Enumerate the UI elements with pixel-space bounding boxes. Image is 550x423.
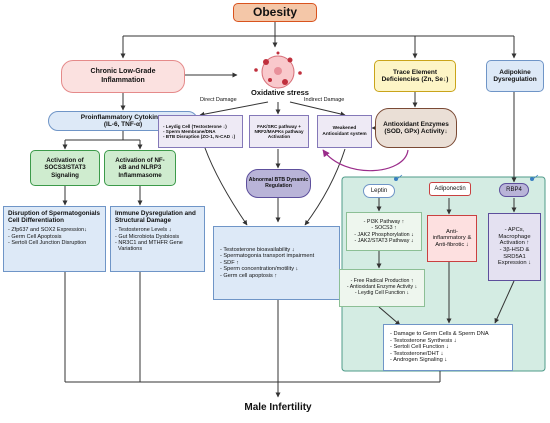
chronic-line-1: Chronic Low-Grade <box>90 68 156 76</box>
nfkb-line: Activation of NF- <box>115 157 165 165</box>
oxidative-stress-label: Oxidative stress <box>251 88 309 97</box>
nfkb-line: κB and NLRP3 <box>118 164 162 172</box>
obesity-box: Obesity <box>233 3 317 22</box>
fak-src-box: FAK/SRC pathway + NRF2/MAPKs pathway Act… <box>249 115 309 148</box>
socs-line: Signaling <box>51 171 79 179</box>
fak-line: Activation <box>267 134 291 140</box>
apcs-line: - 3β-HSD & <box>499 247 530 253</box>
anti-line: Anti-fibrotic ↓ <box>435 241 469 248</box>
immune-item: - NR3C1 and MTHFR Gene <box>115 240 183 247</box>
antioxidant-enzymes-box: Antioxidant Enzymes (SOD, GPx) Activity↓ <box>375 108 457 148</box>
apcs-line: Macrophage <box>498 233 531 240</box>
outcome-item: - Testosterone bioavailability ↓ <box>220 246 295 253</box>
fak-line: NRF2/MAPKs pathway <box>254 128 304 134</box>
disruption-item: - Sertoli Cell Junction Disruption <box>8 240 87 247</box>
pi3k-item: - PI3K Pathway ↑ <box>363 219 405 226</box>
trace-line-2: Deficiencies (Zn, Se↓) <box>381 76 449 83</box>
immune-item: - Testosterone Levels ↓ <box>115 227 172 234</box>
disruption-title-1: Disruption of Spermatogonials <box>8 210 101 217</box>
apcs-line: Expression ↓ <box>497 260 532 267</box>
weakened-line: Weakened <box>332 125 357 131</box>
immune-title-2: Structural Damage <box>115 217 171 225</box>
apcs-line: Activation ↑ <box>499 240 530 247</box>
damage-item: - Testosterone Synthesis ↓ <box>390 337 457 344</box>
damage-item: - Damage to Germ Cells & Sperm DNA <box>390 331 489 338</box>
antioxidant-line: (SOD, GPx) Activity↓ <box>384 128 448 135</box>
damage-item: - Androgen Signaling ↓ <box>390 357 448 364</box>
free-radical-box: - Free Radical Production ↑ - Antioxidan… <box>339 269 425 307</box>
free-radical-item: - Free Radical Production ↑ <box>350 278 414 285</box>
outcome-item: - Spermatogonia transport impairment <box>220 253 315 260</box>
leptin-label: Leptin <box>363 184 395 198</box>
leydig-item: - BTB Disruption (ZO-1, N-CAD ↓) <box>163 134 236 140</box>
direct-damage-label: Direct Damage <box>200 97 237 103</box>
abnormal-btb-box: Abnormal BTB Dynamic Regulation <box>246 169 311 198</box>
trace-element-box: Trace Element Deficiencies (Zn, Se↓) <box>374 60 456 92</box>
damage-item: - Sertoli Cell Function ↓ <box>390 344 449 351</box>
spermatogonial-disruption-box: Disruption of Spermatogonials Cell Diffe… <box>3 206 106 272</box>
immune-item: - Gut Microbiota Dysbiosis <box>115 233 180 240</box>
sperm-cell-icon <box>393 174 539 181</box>
free-radical-item: - Leydig Cell Function ↓ <box>354 289 410 296</box>
adipokine-line-2: Dysregulation <box>493 76 537 83</box>
anti-line: Anti- <box>446 228 458 235</box>
socs3-activation-box: Activation of SOCS3/STAT3 Signaling <box>30 150 100 186</box>
weakened-line: Antioxidant system <box>322 131 367 137</box>
weakened-antioxidant-box: Weakened Antioxidant system <box>317 115 372 148</box>
btb-line: Regulation <box>265 182 292 189</box>
damage-item: - Testosterone/DHT ↓ <box>390 350 444 357</box>
adipokine-line-1: Adipokine <box>499 68 531 76</box>
adiponectin-label: Adiponectin <box>429 182 471 196</box>
nfkb-line: Inflammasome <box>118 171 162 179</box>
oxidative-stress-cell-icon <box>254 51 302 89</box>
combined-damage-box: - Damage to Germ Cells & Sperm DNA - Tes… <box>383 324 513 371</box>
nfkb-activation-box: Activation of NF- κB and NLRP3 Inflammas… <box>104 150 176 186</box>
chronic-inflammation-box: Chronic Low-Grade Inflammation <box>61 60 185 93</box>
antioxidant-line: Antioxidant Enzymes <box>383 120 449 128</box>
pi3k-item: - SOCS3 ↑ <box>371 225 397 232</box>
apcs-line: - APCs, <box>504 227 525 234</box>
adipokine-box: Adipokine Dysregulation <box>486 60 544 92</box>
leydig-item: - Sperm Membrane/DNA <box>163 128 216 134</box>
leydig-item: - Leydig Cell (Testosterone ↓) <box>163 123 227 129</box>
outcome-item: - Sperm concentration/motility ↓ <box>220 266 299 273</box>
disruption-title-2: Cell Differentiation <box>8 217 64 225</box>
anti-line: inflammatory & <box>432 235 472 242</box>
cytokines-line-2: (IL-6, TNF-α) <box>103 121 143 128</box>
disruption-item: - Germ Cell Apoptosis <box>8 233 62 240</box>
btb-line: Abnormal BTB Dynamic <box>248 176 309 183</box>
socs-line: SOCS3/STAT3 <box>44 164 86 172</box>
pi3k-item: - JAK2 Phosphorylation ↓ <box>354 231 414 238</box>
anti-inflammatory-box: Anti- inflammatory & Anti-fibrotic ↓ <box>427 215 477 262</box>
free-radical-item: - Antioxidant Enzyme Activity ↓ <box>346 284 418 291</box>
immune-item: Variations <box>115 246 143 253</box>
male-infertility-label: Male Infertility <box>244 402 312 414</box>
trace-line-1: Trace Element <box>392 68 438 76</box>
rbp4-effects-box: - APCs, Macrophage Activation ↑ - 3β-HSD… <box>488 213 541 281</box>
apcs-line: SRD5A1 <box>503 253 526 260</box>
leydig-damage-box: - Leydig Cell (Testosterone ↓) - Sperm M… <box>158 115 243 148</box>
fak-line: FAK/SRC pathway + <box>257 123 301 129</box>
socs-line: Activation of <box>46 157 84 165</box>
oxidative-outcomes-box: - Testosterone bioavailability ↓ - Sperm… <box>213 226 340 300</box>
rbp4-label: RBP4 <box>499 183 529 197</box>
outcome-item: - Germ cell apoptosis ↑ <box>220 272 278 279</box>
disruption-item: - Zfp637 and SOX2 Expression↓ <box>8 227 87 234</box>
chronic-line-2: Inflammation <box>101 76 145 84</box>
immune-dysregulation-box: Immune Dysregulation and Structural Dama… <box>110 206 205 272</box>
pi3k-item: - JAK2/STAT3 Pathway ↓ <box>354 237 414 244</box>
immune-title-1: Immune Dysregulation and <box>115 210 196 217</box>
indirect-damage-label: Indirect Damage <box>304 97 345 103</box>
leptin-signaling-box: - PI3K Pathway ↑ - SOCS3 ↑ - JAK2 Phosph… <box>346 212 422 251</box>
cytokines-line-1: Proinflammatory Cytokines <box>80 113 166 121</box>
outcome-item: - SDF ↑ <box>220 259 239 266</box>
